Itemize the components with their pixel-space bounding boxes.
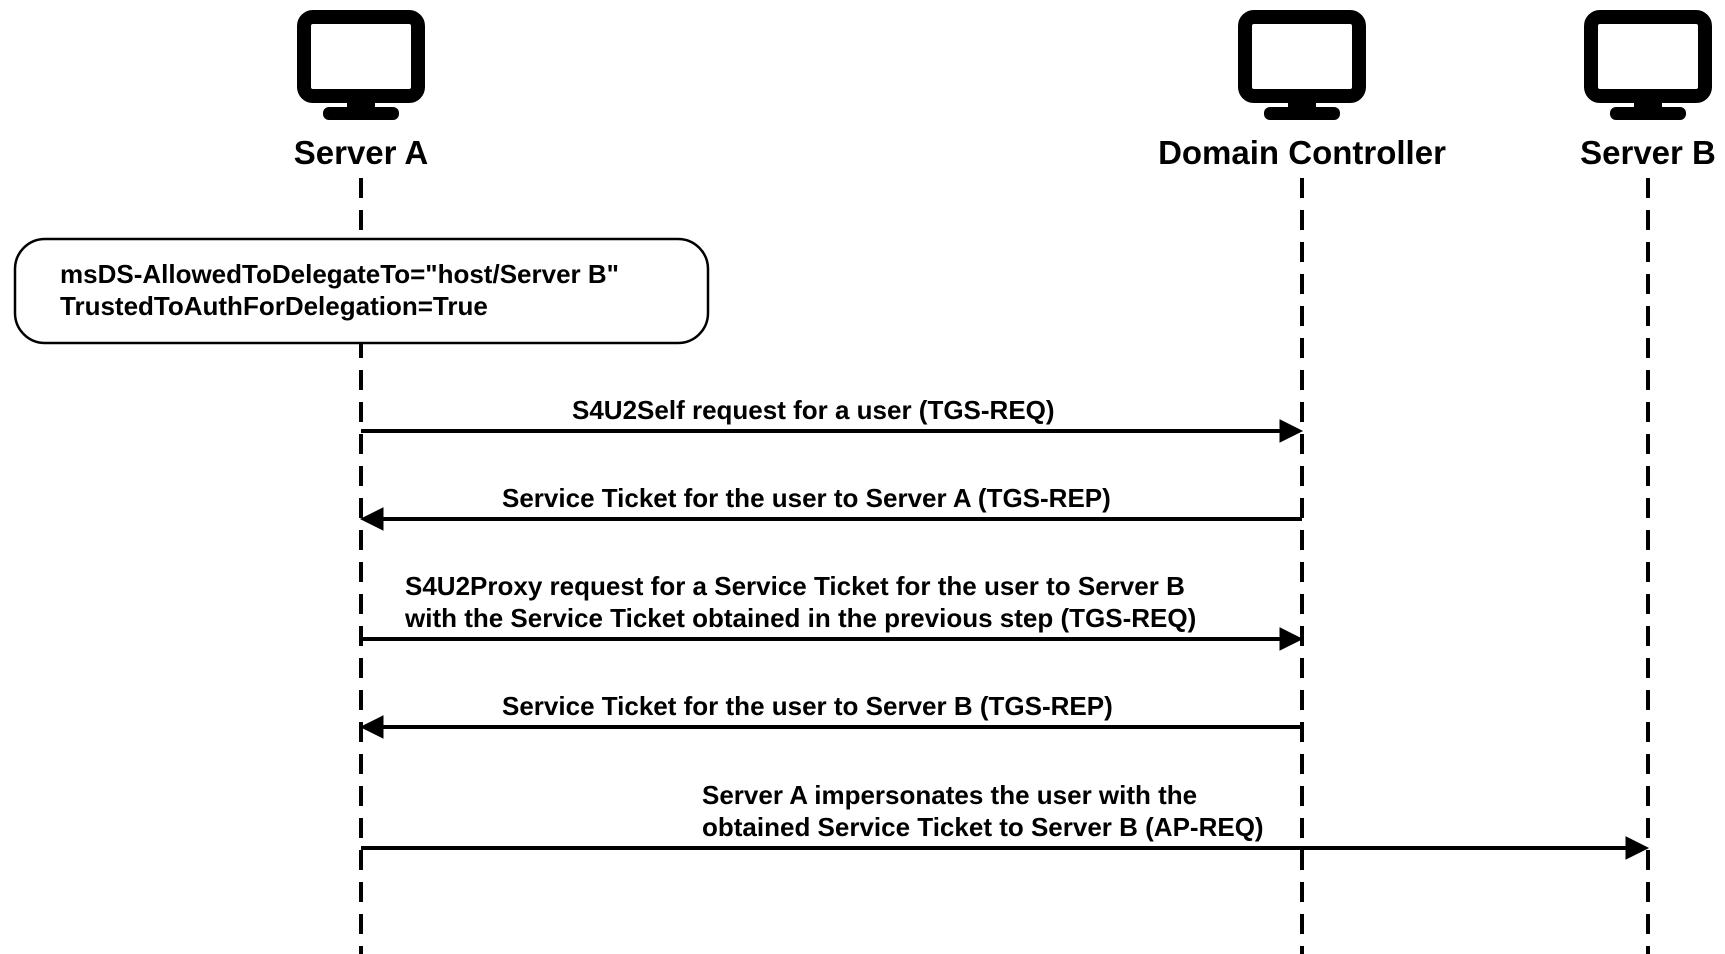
message-s4u2self-request: S4U2Self request for a user (TGS-REQ): [361, 395, 1304, 443]
message-label: Server A impersonates the user with the: [702, 780, 1197, 810]
message-label: with the Service Ticket obtained in the …: [404, 603, 1196, 633]
actor-label-server-b: Server B: [1580, 134, 1716, 171]
message-label: Service Ticket for the user to Server A …: [502, 483, 1111, 513]
message-s4u2proxy-request: S4U2Proxy request for a Service Ticket f…: [361, 571, 1304, 651]
note-line: msDS-AllowedToDelegateTo="host/Server B": [60, 259, 619, 289]
arrow-head-right: [1279, 419, 1304, 443]
monitor-icon: [297, 10, 425, 120]
message-label: S4U2Self request for a user (TGS-REQ): [572, 395, 1055, 425]
actor-server-b: Server B: [1580, 10, 1716, 954]
arrow-head-right: [1279, 627, 1304, 651]
actor-label-server-a: Server A: [294, 134, 429, 171]
message-label: S4U2Proxy request for a Service Ticket f…: [405, 571, 1185, 601]
actor-label-domain-controller: Domain Controller: [1158, 134, 1446, 171]
message-ap-request: Server A impersonates the user with the …: [361, 780, 1650, 860]
actor-server-a: Server A: [294, 10, 429, 954]
arrow-head-left: [359, 507, 384, 531]
delegation-note: msDS-AllowedToDelegateTo="host/Server B"…: [13, 237, 710, 345]
note-line: TrustedToAuthForDelegation=True: [60, 291, 488, 321]
arrow-head-right: [1625, 836, 1650, 860]
monitor-icon: [1584, 10, 1712, 120]
arrow-head-left: [359, 715, 384, 739]
monitor-icon: [1238, 10, 1366, 120]
message-service-ticket-server-a: Service Ticket for the user to Server A …: [359, 483, 1302, 531]
note-box: [13, 237, 710, 345]
message-label: obtained Service Ticket to Server B (AP-…: [702, 812, 1264, 842]
message-service-ticket-server-b: Service Ticket for the user to Server B …: [359, 691, 1302, 739]
message-label: Service Ticket for the user to Server B …: [502, 691, 1113, 721]
actor-domain-controller: Domain Controller: [1158, 10, 1446, 954]
